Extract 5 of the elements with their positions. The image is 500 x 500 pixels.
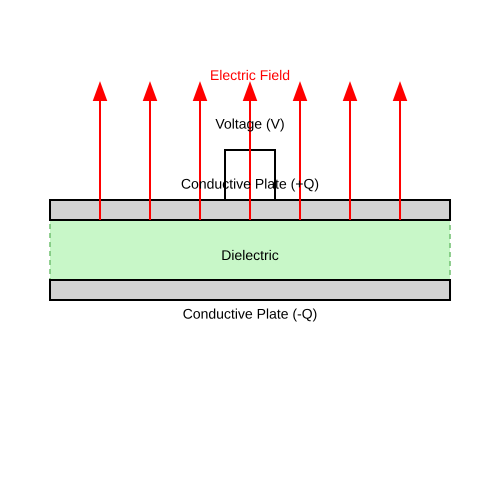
dielectric-layer: Dielectric [49, 219, 451, 281]
conductive-plate [49, 279, 452, 301]
plate-label: Conductive Plate (-Q) [183, 308, 316, 322]
field-label: Electric Field [211, 70, 290, 80]
conductive-plate [49, 199, 452, 221]
